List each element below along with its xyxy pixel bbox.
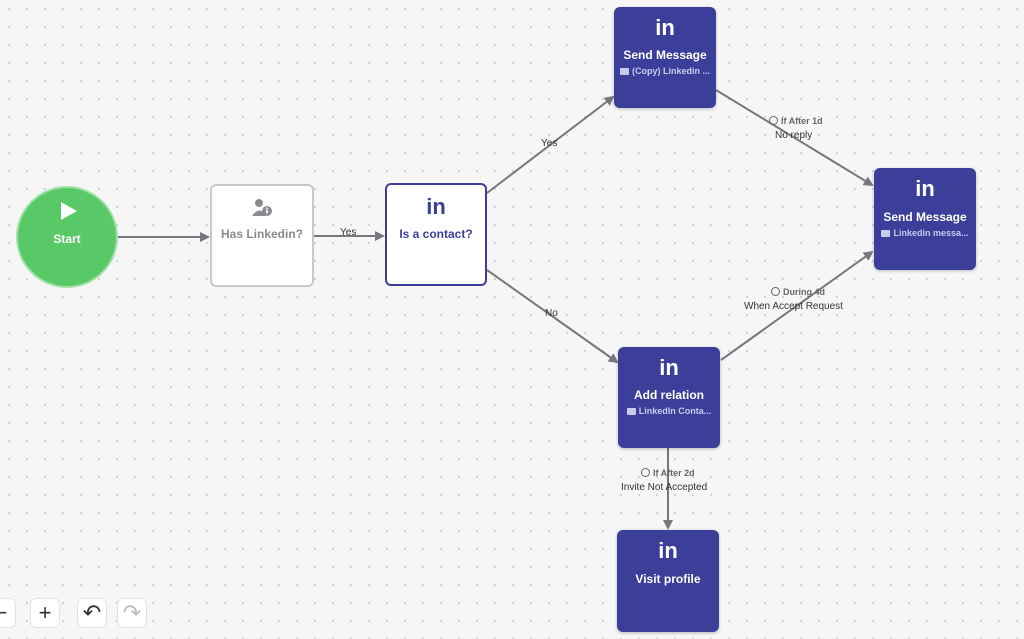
node-subtitle: LinkedIn Conta... (618, 406, 720, 416)
linkedin-icon: in (659, 355, 679, 380)
send-message-node-2[interactable]: in Send Message Linkedin messa... (874, 168, 976, 270)
clock-icon (769, 116, 778, 125)
redo-button[interactable]: ↷ (117, 598, 147, 628)
edge-label-no-reply: No reply (775, 130, 813, 141)
clock-icon (641, 468, 650, 477)
node-subtitle: Linkedin messa... (874, 228, 976, 238)
edge-label-yes: Yes (541, 138, 558, 149)
zoom-out-button[interactable]: − (0, 598, 16, 628)
edge-label-invite-not-accepted: Invite Not Accepted (621, 482, 708, 493)
edge-condition: During 4d (771, 287, 825, 297)
node-title: Has Linkedin? (220, 227, 303, 241)
has-linkedin-node[interactable]: Has Linkedin? (210, 184, 314, 287)
edge-label-no: No (545, 308, 558, 319)
refresh-icon (771, 287, 780, 296)
user-info-icon (252, 199, 272, 216)
linkedin-icon: in (658, 538, 678, 563)
node-title: Add relation (633, 388, 704, 402)
linkedin-icon: in (426, 194, 446, 219)
undo-button[interactable]: ↶ (77, 598, 107, 628)
linkedin-icon: in (915, 176, 935, 201)
send-message-node[interactable]: in Send Message (Copy) Linkedin ... (614, 7, 716, 108)
node-title: Is a contact? (399, 227, 473, 241)
is-contact-node[interactable]: in Is a contact? (385, 183, 487, 286)
message-icon (620, 68, 629, 75)
node-subtitle: (Copy) Linkedin ... (614, 66, 716, 76)
linkedin-icon: in (655, 15, 675, 40)
edge-label-when-accept: When Accept Request (744, 301, 843, 312)
start-node[interactable]: Start (16, 186, 118, 288)
visit-profile-node[interactable]: in Visit profile (617, 530, 719, 632)
add-relation-node[interactable]: in Add relation LinkedIn Conta... (618, 347, 720, 448)
edge-condition: If After 2d (641, 468, 695, 478)
message-icon (881, 230, 891, 237)
node-title: Visit profile (635, 572, 701, 586)
edge-label-yes: Yes (340, 227, 357, 238)
message-icon (626, 408, 636, 415)
play-icon (61, 202, 77, 220)
node-title: Send Message (623, 48, 707, 62)
node-title: Send Message (883, 210, 967, 224)
zoom-in-button[interactable]: + (30, 598, 60, 628)
edge-condition: If After 1d (769, 116, 823, 126)
start-label: Start (53, 232, 81, 246)
